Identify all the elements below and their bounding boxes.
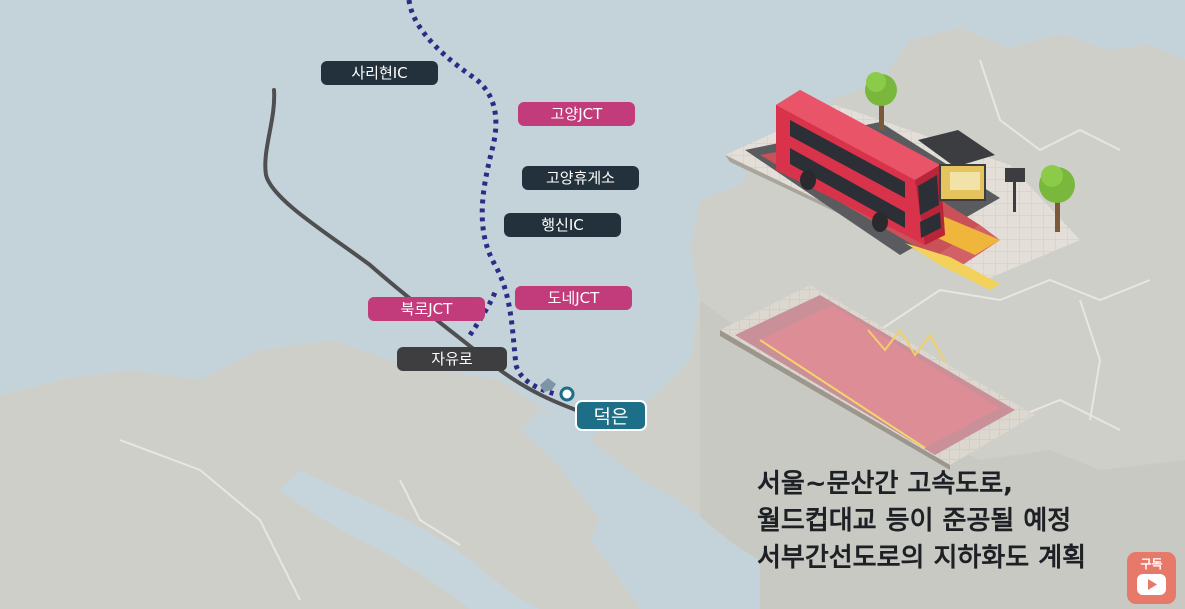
- label-goyang-jct: 고양JCT: [518, 102, 635, 126]
- destination-label: 덕은: [575, 400, 647, 431]
- caption-line-3: 서부간선도로의 지하화도 계획: [757, 543, 1087, 573]
- tree-icon: [1039, 165, 1075, 232]
- road-tunnel-icon: [720, 285, 1035, 470]
- route-branch: [467, 289, 499, 337]
- destination-marker-icon: [559, 386, 575, 402]
- label-bukro-jct: 북로JCT: [368, 297, 485, 321]
- bus-shelter-icon: [918, 130, 1025, 212]
- youtube-play-icon: [1137, 574, 1166, 595]
- river: [520, 410, 760, 609]
- tree-icon: [865, 72, 897, 130]
- caption: 서울~문산간 고속도로, 월드컵대교 등이 준공될 예정 서부간선도로의 지하화…: [757, 466, 1127, 577]
- route-line: [406, 0, 556, 397]
- subscribe-button[interactable]: 구독: [1127, 552, 1176, 604]
- subscribe-label: 구독: [1140, 557, 1163, 571]
- label-goyang-rest-area: 고양휴게소: [522, 166, 639, 190]
- label-sarihyeon-ic: 사리현IC: [321, 61, 438, 85]
- label-haengsin-ic: 행신IC: [504, 213, 621, 237]
- caption-line-1: 서울~문산간 고속도로,: [757, 469, 1013, 499]
- road-jayuro: [263, 88, 578, 412]
- caption-line-2: 월드컵대교 등이 준공될 예정: [757, 506, 1072, 536]
- district-borders: [119, 59, 1151, 601]
- double-decker-bus-icon: [776, 90, 945, 245]
- label-jayuro: 자유로: [397, 347, 507, 371]
- label-done-jct: 도네JCT: [515, 286, 632, 310]
